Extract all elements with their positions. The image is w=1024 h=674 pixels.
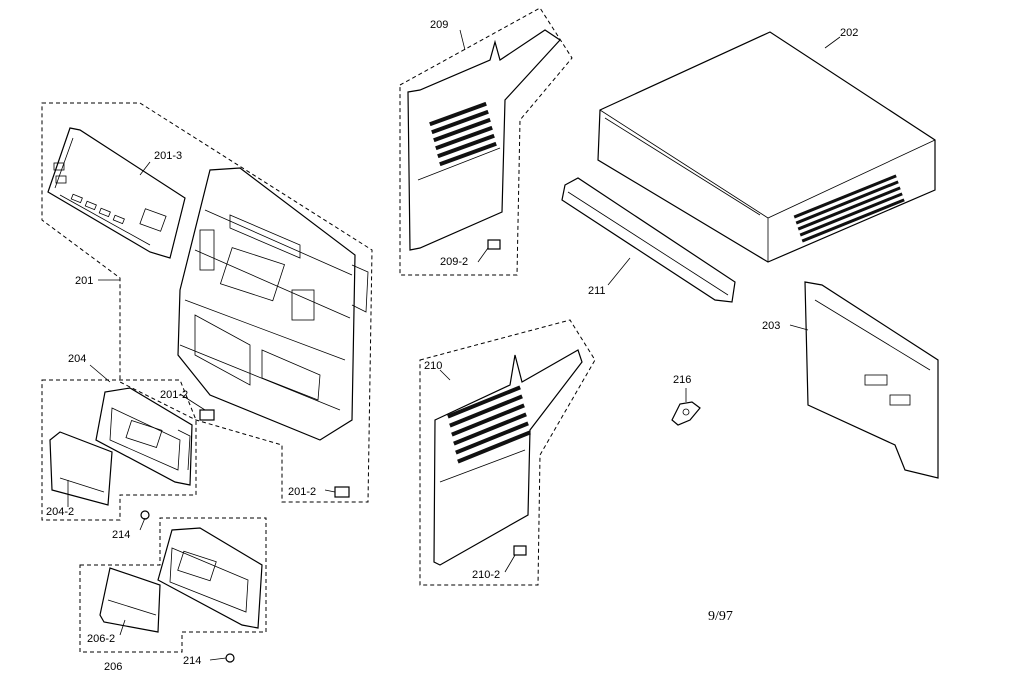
part-204-2-cover: [49, 431, 113, 506]
group-210-outline: [419, 319, 596, 586]
group-201-outline: [41, 102, 373, 503]
part-201-front-panel: [177, 167, 369, 441]
part-210-2-foot: [513, 545, 527, 556]
date-code: 9/97: [708, 609, 733, 624]
part-209-shield: [407, 29, 561, 251]
label-214-a: 214: [112, 529, 130, 541]
label-210: 210: [424, 360, 442, 372]
label-201-3: 201-3: [154, 150, 182, 162]
part-201-2-foot-b: [334, 486, 350, 498]
part-206-door: [157, 527, 263, 629]
label-201-2-a: 201-2: [160, 389, 188, 401]
label-204: 204: [68, 353, 86, 365]
part-203-rear-panel: [804, 281, 939, 479]
part-201-2-foot-a: [199, 409, 215, 421]
part-216-clip: [671, 401, 701, 426]
part-214-spring-b: [225, 653, 235, 663]
label-201: 201: [75, 275, 93, 287]
label-206: 206: [104, 661, 122, 673]
part-209-2-foot: [487, 239, 501, 250]
part-214-spring-a: [140, 510, 150, 520]
part-201-3: [47, 127, 186, 259]
label-201-2-b: 201-2: [288, 486, 316, 498]
part-202-cabinet: [597, 31, 936, 263]
group-206-outline: [79, 517, 267, 653]
part-211-trim: [561, 177, 736, 303]
label-211: 211: [588, 285, 606, 297]
part-210-shield: [433, 349, 583, 566]
label-209-2: 209-2: [440, 256, 468, 268]
group-204-outline: [41, 379, 197, 521]
label-202: 202: [840, 27, 858, 39]
label-204-2: 204-2: [46, 506, 74, 518]
label-209: 209: [430, 19, 448, 31]
leader-lines: [67, 29, 841, 661]
label-214-b: 214: [183, 655, 201, 667]
part-204-door: [95, 387, 193, 486]
label-203: 203: [762, 320, 780, 332]
label-206-2: 206-2: [87, 633, 115, 645]
label-216: 216: [673, 374, 691, 386]
label-210-2: 210-2: [472, 569, 500, 581]
part-206-2-cover: [99, 567, 161, 633]
